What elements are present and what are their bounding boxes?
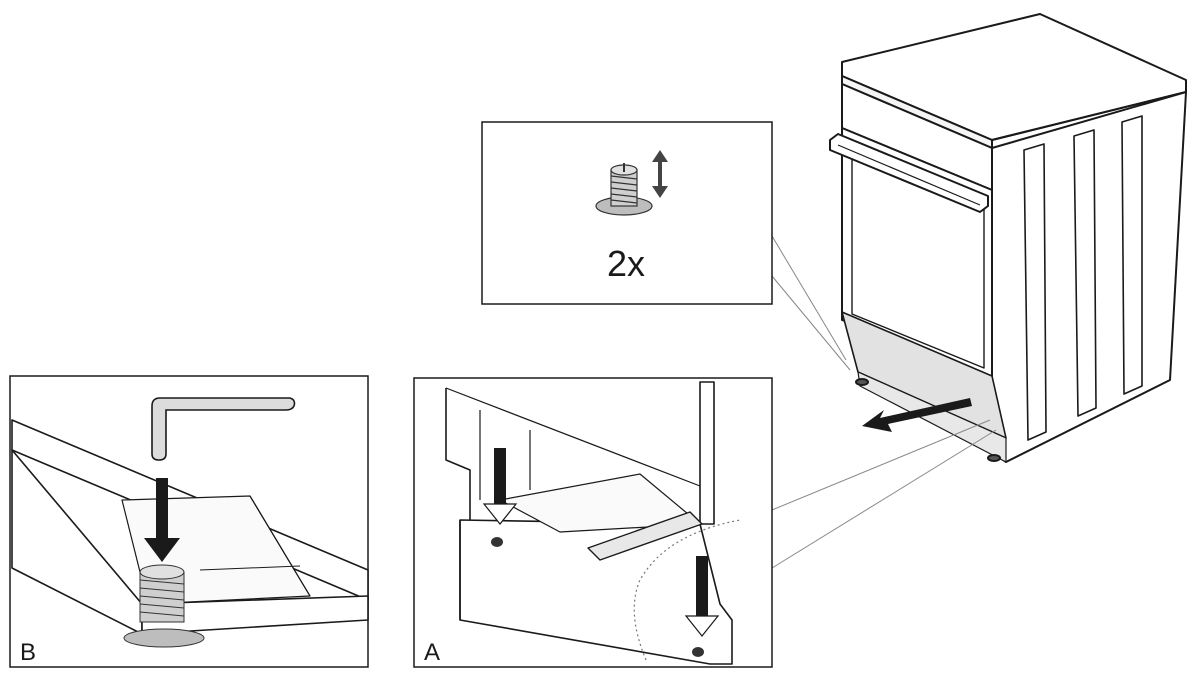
panel-a: A — [413, 377, 773, 668]
panel-b-label: B — [20, 639, 36, 666]
plinth-removal-arrow — [862, 398, 972, 432]
cooker-illustration — [829, 13, 1187, 463]
panel-a-label: A — [424, 639, 440, 666]
quantity-label: 2x — [607, 243, 645, 284]
plinth-bracket — [587, 511, 703, 561]
foot-screw — [123, 564, 205, 648]
leader-lines — [771, 235, 997, 569]
down-arrow-icon — [144, 478, 180, 562]
panel-b: B — [9, 375, 369, 668]
right-foot-arrow — [684, 556, 720, 657]
adjustable-foot-icon — [595, 163, 653, 216]
up-down-arrow-icon — [652, 150, 668, 198]
hex-key-icon — [151, 397, 296, 461]
cooker-door-handle — [829, 133, 989, 213]
left-foot-arrow — [482, 448, 518, 547]
callout-panel: 2x — [481, 121, 773, 305]
